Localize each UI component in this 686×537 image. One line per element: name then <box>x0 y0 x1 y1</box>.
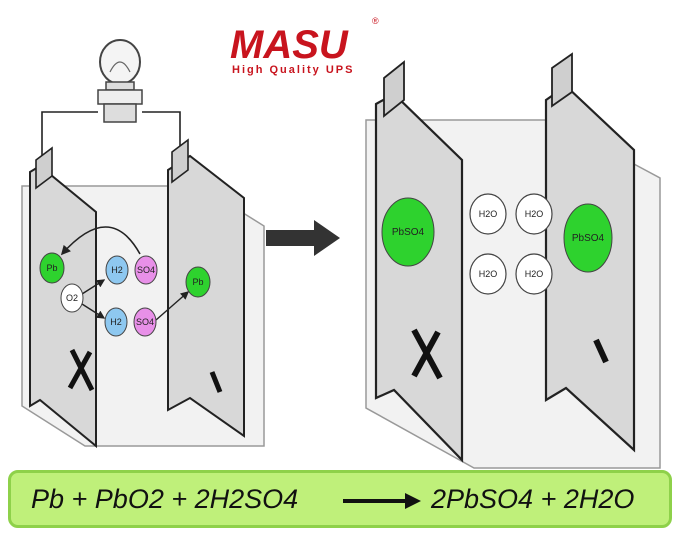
equation-arrow-icon <box>343 493 421 509</box>
logo-brand: MASU <box>230 23 349 67</box>
right-cell-left-plate-negative <box>374 60 464 463</box>
molecule-so4-top: SO4 <box>134 255 158 285</box>
svg-text:Pb: Pb <box>46 263 57 273</box>
right-plate-positive <box>167 138 245 438</box>
svg-text:H2: H2 <box>111 265 123 275</box>
molecule-pbso4-right: PbSO4 <box>563 203 613 273</box>
transition-arrow-icon <box>266 220 340 256</box>
logo-registered-mark: ® <box>372 16 379 26</box>
svg-text:H2O: H2O <box>479 269 498 279</box>
svg-text:H2: H2 <box>110 317 122 327</box>
svg-text:SO4: SO4 <box>137 265 155 275</box>
circuit-wire <box>41 111 181 160</box>
molecule-h2o-1: H2O <box>469 193 507 235</box>
molecule-o2: O2 <box>60 283 84 313</box>
svg-text:H2O: H2O <box>525 209 544 219</box>
svg-text:H2O: H2O <box>525 269 544 279</box>
equation-reactants: Pb + PbO2 + 2H2SO4 <box>31 484 299 514</box>
molecule-pb-left: Pb <box>39 252 65 284</box>
left-battery-cell: Pb H2 SO4 O2 H2 SO4 Pb <box>21 39 265 449</box>
equation-products: 2PbSO4 + 2H2O <box>431 484 635 514</box>
chemical-equation-bar: Pb + PbO2 + 2H2SO4 2PbSO4 + 2H2O <box>8 470 672 528</box>
molecule-h2-bottom: H2 <box>104 307 128 337</box>
svg-text:SO4: SO4 <box>136 317 154 327</box>
light-bulb-icon <box>97 39 143 123</box>
molecule-h2o-2: H2O <box>515 193 553 235</box>
svg-text:PbSO4: PbSO4 <box>392 227 425 238</box>
molecule-h2-top: H2 <box>105 255 129 285</box>
svg-text:O2: O2 <box>66 293 78 303</box>
molecule-pbso4-left: PbSO4 <box>381 197 435 267</box>
right-battery-cell: PbSO4 H2O H2O H2O H2O PbSO4 <box>365 52 661 469</box>
svg-text:Pb: Pb <box>192 277 203 287</box>
molecule-h2o-3: H2O <box>469 253 507 295</box>
logo-tagline: High Quality UPS <box>232 64 354 76</box>
svg-text:H2O: H2O <box>479 209 498 219</box>
molecule-so4-bottom: SO4 <box>133 307 157 337</box>
molecule-pb-right: Pb <box>185 266 211 298</box>
svg-text:PbSO4: PbSO4 <box>572 233 605 244</box>
molecule-h2o-4: H2O <box>515 253 553 295</box>
masu-logo: MASU ® High Quality UPS <box>230 16 379 76</box>
